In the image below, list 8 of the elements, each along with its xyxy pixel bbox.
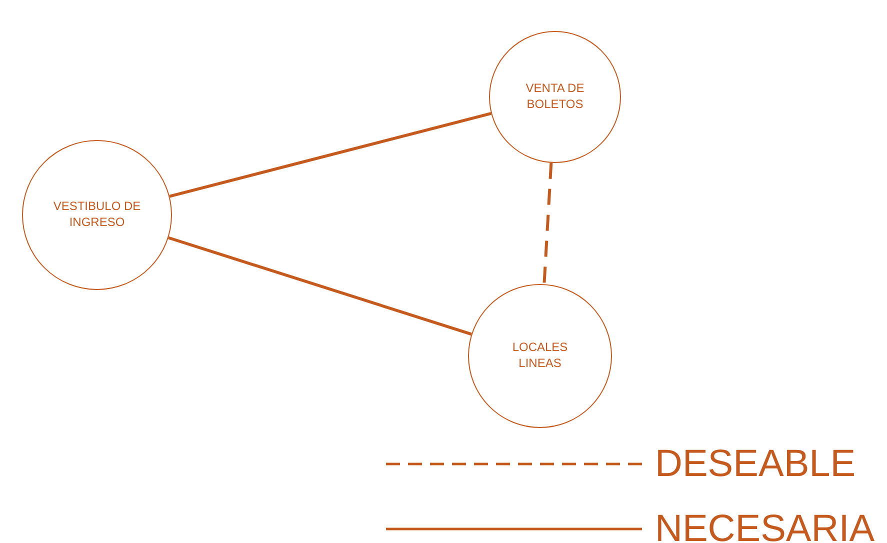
connector-line — [168, 236, 472, 336]
space-label: VENTA DE BOLETOS — [524, 81, 586, 113]
connector-line — [169, 112, 492, 198]
legend-label: DESEABLE — [655, 445, 856, 483]
space-label: VESTIBULO DE INGRESO — [52, 199, 142, 231]
legend-label: NECESARIA — [655, 510, 875, 543]
connector-line — [542, 162, 553, 284]
space-label: LOCALES LINEAS — [511, 340, 569, 372]
